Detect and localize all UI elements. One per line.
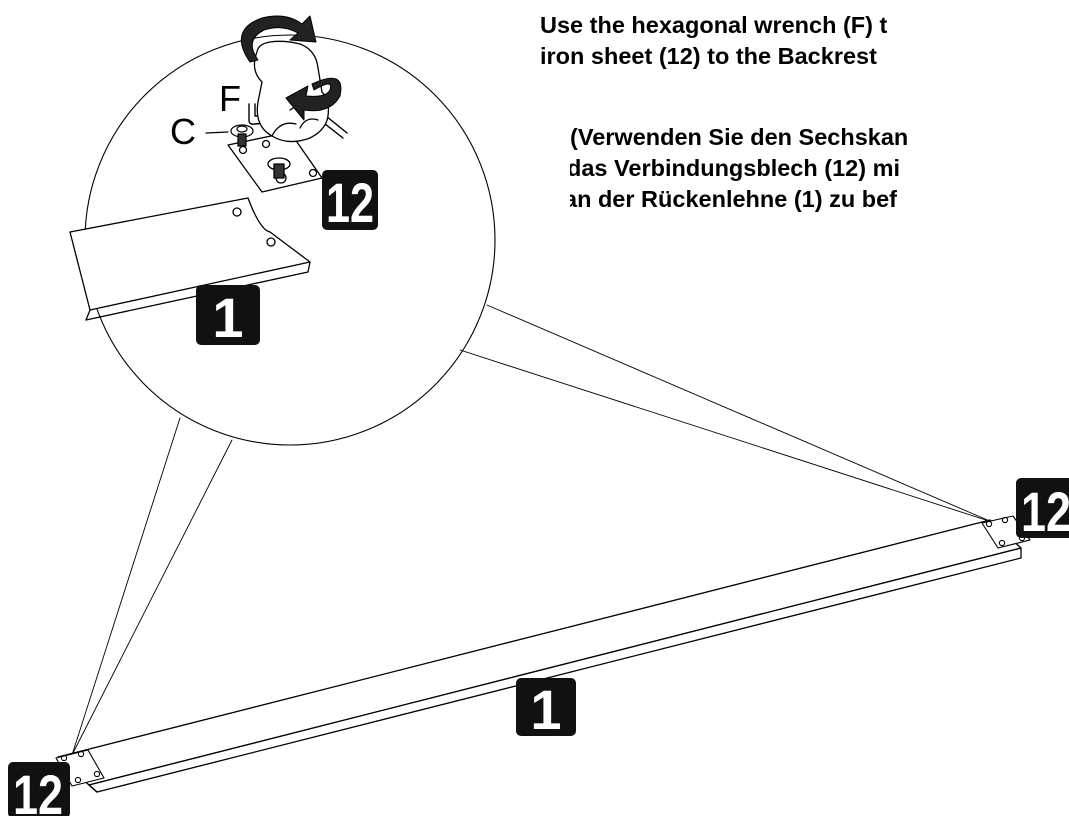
label-12-zoom: 12 xyxy=(322,170,378,234)
zoom-plate xyxy=(227,131,323,193)
label-1-zoom: 1 xyxy=(196,285,260,349)
instruction-english: Use the hexagonal wrench (F) t iron shee… xyxy=(540,10,1069,72)
rotation-arrows xyxy=(241,15,342,121)
label-1-board: 1 xyxy=(516,678,576,741)
zoom-leader-lines xyxy=(71,304,993,756)
zoom-board-end xyxy=(69,197,311,321)
bolt-c xyxy=(205,124,254,147)
instruction-german-line-1: (Verwenden Sie den Sechskan xyxy=(570,124,909,150)
hand xyxy=(253,40,330,143)
label-1-board-text: 1 xyxy=(530,678,561,741)
label-12-left: 12 xyxy=(8,762,70,816)
label-12-left-text: 12 xyxy=(13,763,63,816)
label-12-zoom-text: 12 xyxy=(326,171,374,234)
instruction-english-line-1: Use the hexagonal wrench (F) t xyxy=(540,12,888,38)
label-12-right-text: 12 xyxy=(1021,480,1069,543)
callout-c: C xyxy=(170,111,196,152)
callout-f: F xyxy=(219,78,241,119)
instruction-german-line-3: an der Rückenlehne (1) zu bef xyxy=(570,186,897,212)
label-12-right: 12 xyxy=(1016,478,1069,543)
instruction-english-line-2: iron sheet (12) to the Backrest xyxy=(540,43,877,69)
label-1-zoom-text: 1 xyxy=(212,286,243,349)
instruction-german-line-2: das Verbindungsblech (12) mi xyxy=(570,155,900,181)
backrest-board xyxy=(57,519,1022,793)
instruction-german: (Verwenden Sie den Sechskan das Verbindu… xyxy=(570,122,1069,215)
